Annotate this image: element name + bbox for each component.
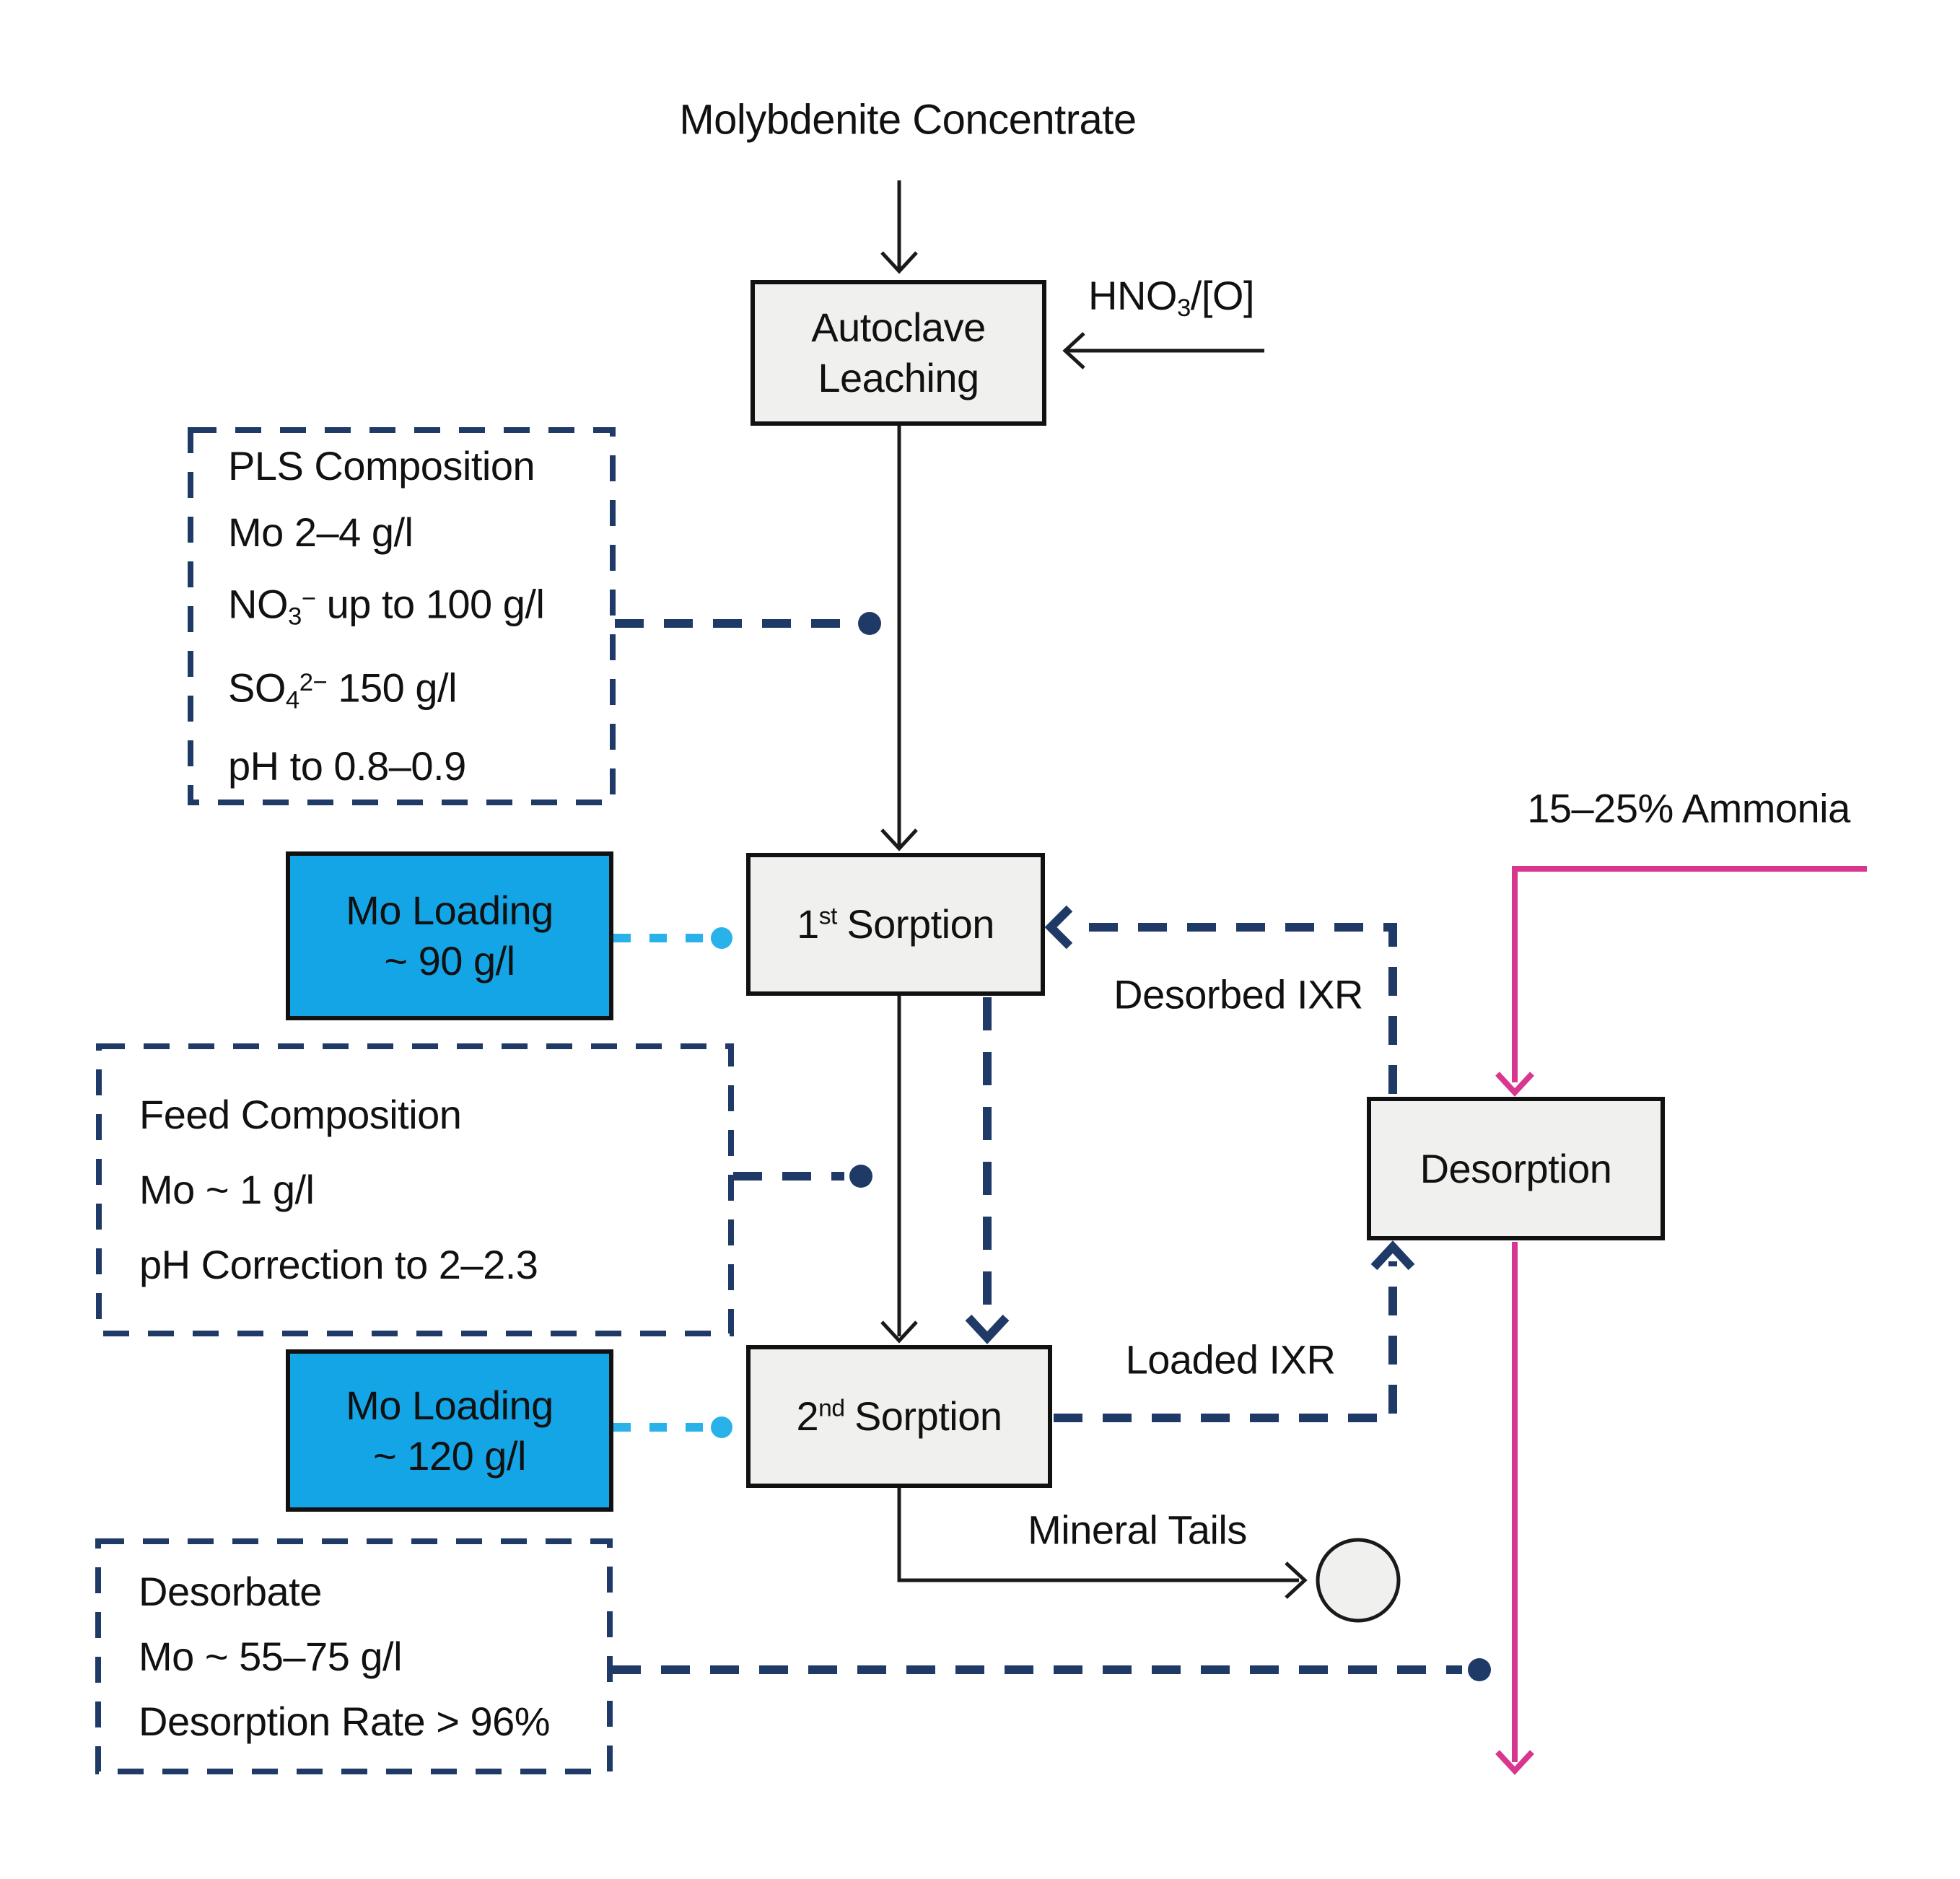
hno3-label-subscript: 3 — [1176, 294, 1191, 322]
desorbate-out-arrowhead — [1495, 1750, 1534, 1775]
mo-loading-90-line1: Mo Loading — [346, 888, 554, 933]
second-sorption-word: Sorption — [854, 1393, 1002, 1439]
mineral-tails-line — [897, 1488, 1299, 1582]
hno3-label-main: HNO — [1088, 273, 1177, 319]
sulfate-value: 150 g/l — [327, 665, 458, 711]
concentrate-arrowhead — [880, 251, 918, 274]
hno3-label-tail: /[O] — [1190, 273, 1255, 319]
first-sorption-node: 1st Sorption — [746, 853, 1045, 996]
mo-loading-120-node: Mo Loading ~ 120 g/l — [286, 1349, 613, 1512]
pls-info-title: PLS Composition — [228, 442, 535, 489]
nitrate-value: up to 100 g/l — [315, 581, 545, 627]
ammonia-label: 15–25% Ammonia — [1527, 785, 1850, 831]
mo-loading-120-line2: ~ 120 g/l — [373, 1432, 526, 1479]
feed-callout-dot — [849, 1165, 872, 1188]
desorbed-ixr-label: Desorbed IXR — [1114, 971, 1363, 1017]
pls-info-ph: pH to 0.8–0.9 — [228, 743, 466, 789]
pls-info-mo: Mo 2–4 g/l — [228, 509, 414, 555]
sorption1-arrowhead — [880, 828, 918, 851]
desorption-node: Desorption — [1367, 1097, 1665, 1240]
feed-info-title: Feed Composition — [139, 1092, 462, 1137]
desorbate-info-border — [95, 1538, 613, 1774]
second-sorption-node: 2nd Sorption — [746, 1345, 1052, 1488]
ammonia-feed-line — [1512, 866, 1867, 1082]
pls-info-nitrate: NO3− up to 100 g/l — [228, 566, 613, 649]
nitrate-formula: NO — [228, 581, 289, 627]
loaded-ixr-arrowhead — [1370, 1240, 1415, 1271]
mineral-tails-arrowhead — [1285, 1562, 1308, 1599]
desorbate-info-mo: Mo ~ 55–75 g/l — [139, 1633, 403, 1679]
second-sorption-ordinal: nd — [818, 1395, 845, 1422]
desorbate-callout-dot — [1468, 1658, 1491, 1681]
mo-loading-120-line1: Mo Loading — [346, 1382, 554, 1428]
desorbate-info: Desorbate Mo ~ 55–75 g/l Desorption Rate… — [98, 1541, 610, 1771]
ammonia-arrowhead — [1495, 1072, 1534, 1097]
desorbate-info-title: Desorbate — [139, 1568, 322, 1614]
pls-composition-info: PLS Composition Mo 2–4 g/l NO3− up to 10… — [191, 430, 613, 802]
feed-info-ph: pH Correction to 2–2.3 — [139, 1242, 538, 1287]
first-sorption-word: Sorption — [846, 901, 994, 947]
hno3-arrowhead — [1062, 332, 1085, 369]
mineral-tails-label: Mineral Tails — [1028, 1507, 1247, 1553]
autoclave-label-line1: Autoclave — [811, 305, 986, 350]
pls-info-sulfate: SO42− 150 g/l — [228, 649, 613, 733]
hno3-label: HNO3/[O] — [1088, 272, 1255, 323]
first-sorption-ordinal: st — [818, 903, 838, 930]
sulfate-charge: 2− — [299, 669, 328, 696]
feed-info-mo: Mo ~ 1 g/l — [139, 1167, 315, 1212]
sulfate-subscript: 4 — [285, 686, 299, 714]
feed-info-border — [96, 1043, 734, 1336]
nitrate-subscript: 3 — [288, 603, 302, 630]
nitrate-charge: − — [301, 584, 316, 613]
desorbate-info-rate: Desorption Rate > 96% — [139, 1698, 551, 1744]
pls-callout-dot — [858, 612, 881, 635]
mineral-tails-sump-circle — [1316, 1538, 1401, 1623]
first-sorption-label: 1st Sorption — [797, 899, 994, 950]
second-sorption-number: 2 — [796, 1393, 819, 1439]
pls-info-border — [188, 427, 616, 805]
loaded-ixr-line — [1054, 1261, 1397, 1422]
diagram-title: Molybdenite Concentrate — [679, 96, 1137, 144]
feed-composition-info: Feed Composition Mo ~ 1 g/l pH Correctio… — [99, 1046, 731, 1333]
loaded-ixr-label: Loaded IXR — [1125, 1336, 1336, 1383]
first-sorption-number: 1 — [797, 901, 819, 947]
sulfate-formula: SO — [228, 665, 286, 711]
desorbed-ixr-arrowhead — [1044, 905, 1073, 950]
second-sorption-label: 2nd Sorption — [796, 1391, 1002, 1442]
resin-transfer-arrowhead — [965, 1314, 1010, 1344]
mo-loading-90-node: Mo Loading ~ 90 g/l — [286, 851, 613, 1020]
mo120-callout-dot — [711, 1416, 732, 1438]
autoclave-leaching-node: Autoclave Leaching — [751, 280, 1046, 426]
mo-loading-90-line2: ~ 90 g/l — [384, 938, 515, 984]
desorption-label: Desorption — [1419, 1145, 1612, 1191]
autoclave-label-line2: Leaching — [818, 355, 979, 400]
desorbed-ixr-line — [1069, 923, 1397, 1094]
sorption2-arrowhead — [880, 1320, 918, 1344]
mo90-callout-dot — [711, 927, 732, 949]
